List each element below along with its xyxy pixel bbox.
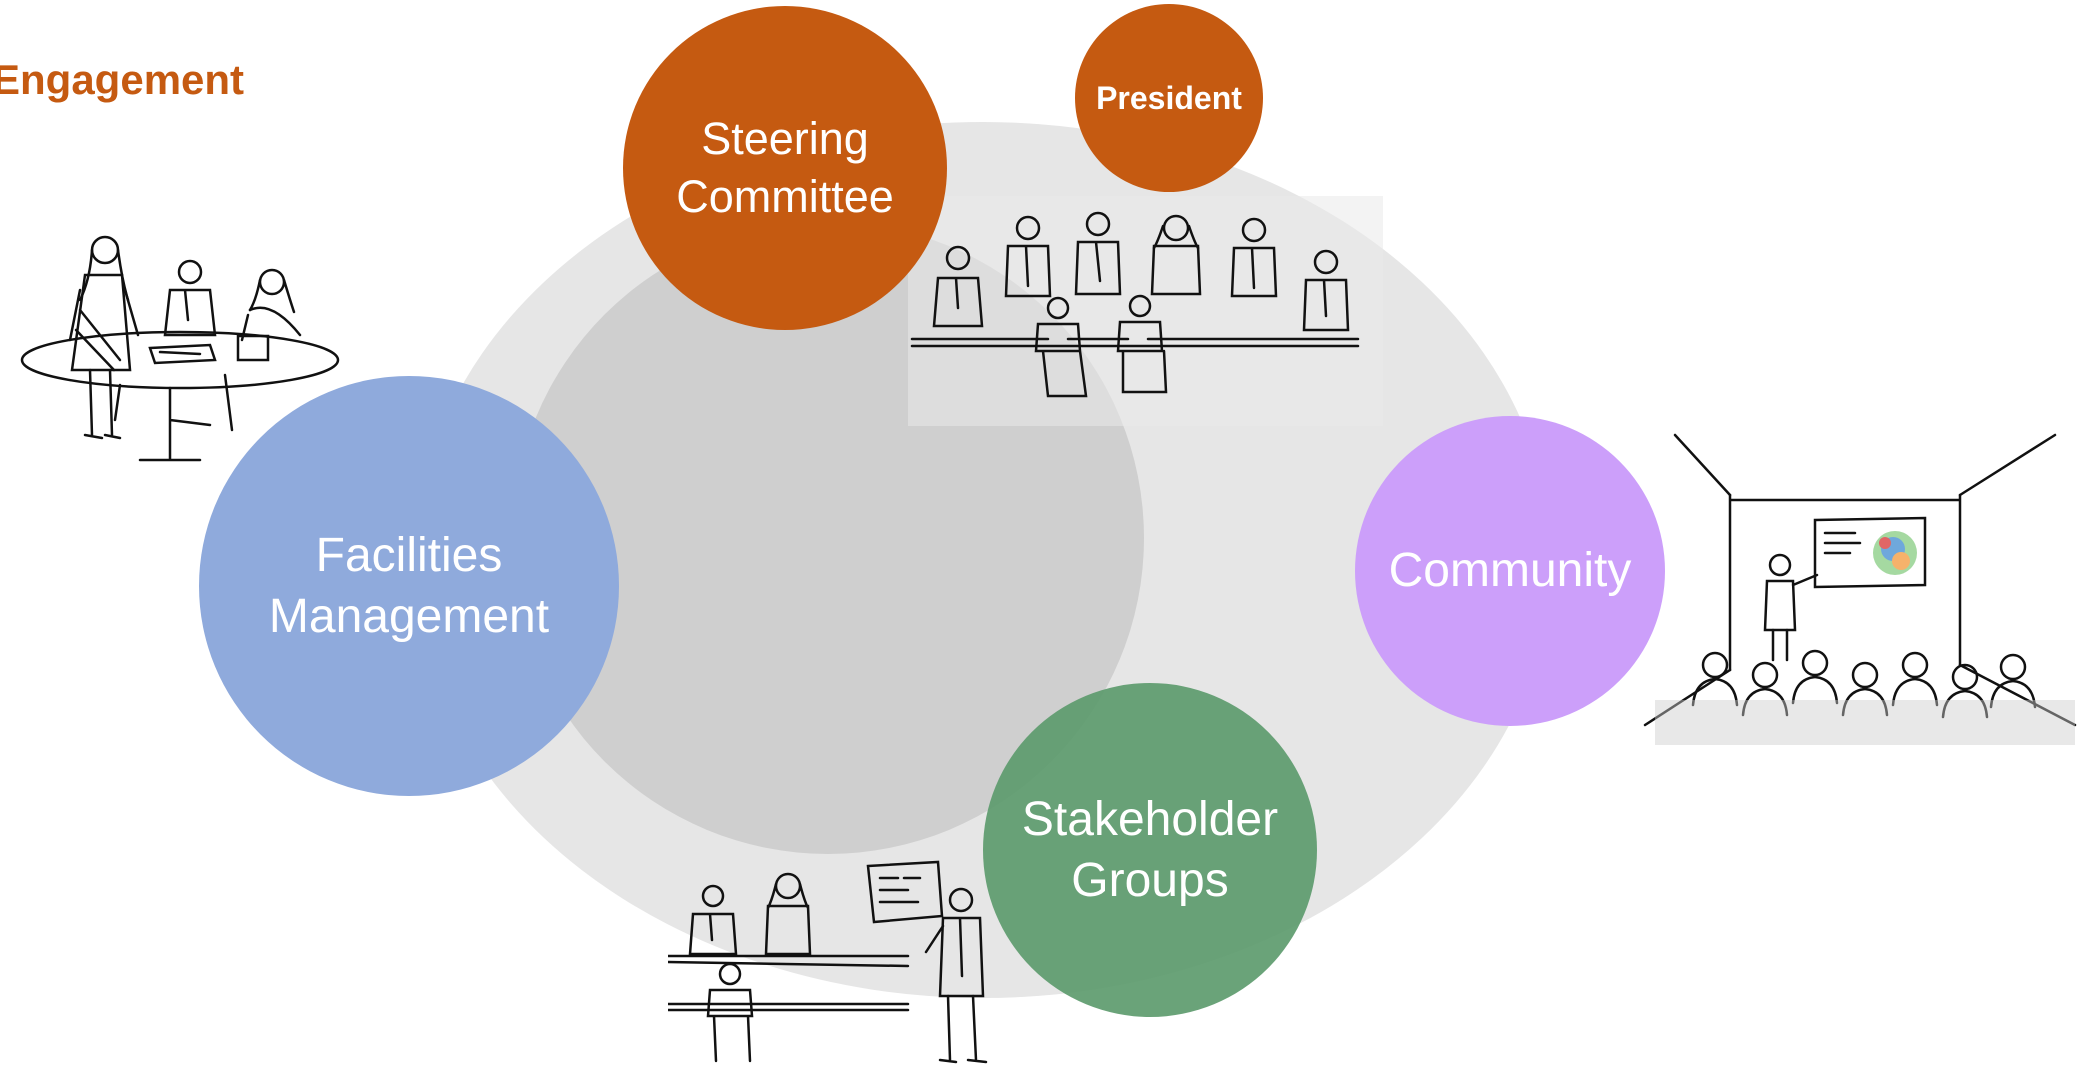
page-title: Engagement	[0, 56, 245, 103]
steering-committee-circle: Steering Committee	[623, 6, 947, 330]
stakeholder-groups-circle: Stakeholder Groups	[983, 683, 1317, 1017]
sketch-stakeholder-meeting	[668, 860, 988, 1064]
president-circle: President	[1075, 4, 1263, 192]
community-circle: Community	[1355, 416, 1665, 726]
sketch-steering-meeting	[908, 196, 1383, 426]
sketch-facilities-meeting	[20, 235, 340, 462]
facilities-management-circle: Facilities Management	[199, 376, 619, 796]
sketch-community-meeting	[1643, 433, 2077, 745]
